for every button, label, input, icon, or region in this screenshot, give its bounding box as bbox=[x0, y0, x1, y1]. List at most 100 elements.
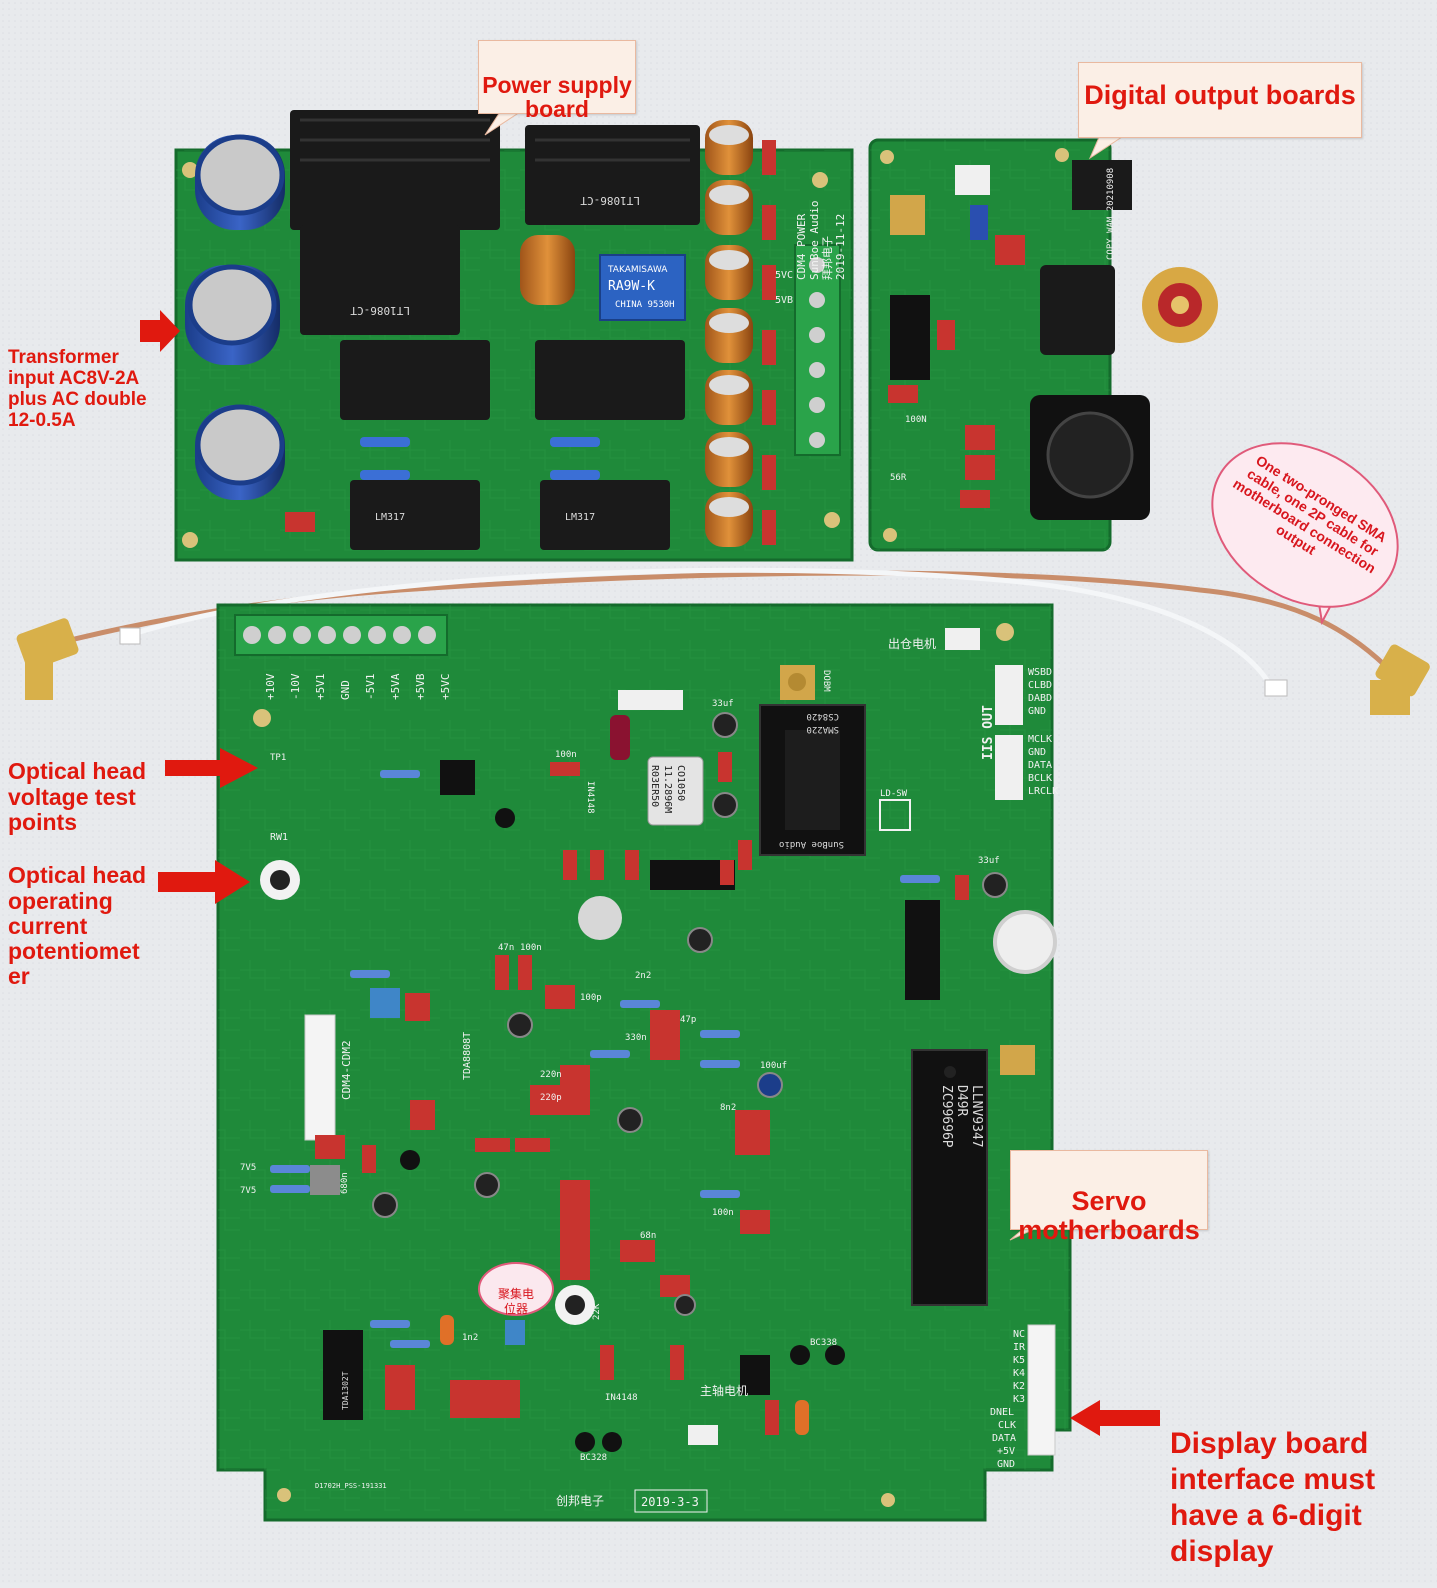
servo-mainboard: +10V -10V +5V1 GND -5V1 +5VA +5VB +5VC 出… bbox=[216, 603, 1072, 1522]
digital-board-label: COPY WAM 20210908 bbox=[1106, 168, 1116, 260]
crystal-line-3: R03ER50 bbox=[649, 765, 660, 807]
pin-gnd-1: GND bbox=[1028, 706, 1046, 717]
part-100n-b: 100n bbox=[520, 943, 542, 953]
part-in4148-a: IN4148 bbox=[585, 781, 595, 814]
disp-pin-clk: CLK bbox=[998, 1420, 1016, 1431]
disp-pin-k2: K2 bbox=[1013, 1381, 1025, 1392]
power-label-1: CDM4 POWER bbox=[795, 213, 808, 280]
part-100p: 100p bbox=[580, 993, 602, 1003]
submodule-brand: SunBoe Audio bbox=[779, 839, 844, 849]
pcb-code: D1702H_PSS-191331 bbox=[315, 1482, 387, 1490]
part-100n: 100n bbox=[555, 750, 577, 760]
disp-pin-k3: K3 bbox=[1013, 1394, 1025, 1405]
servo-chip-code: LLNV9347 bbox=[969, 1085, 984, 1148]
power-label-2: SunBoe Audio bbox=[808, 201, 821, 280]
orange-capacitors bbox=[520, 120, 753, 547]
power-supply-text: Power supply board bbox=[482, 72, 632, 123]
spindle-label: 主轴电机 bbox=[700, 1383, 748, 1398]
digital-part-56r: 56R bbox=[890, 473, 907, 483]
ic-dip16 bbox=[905, 900, 940, 1000]
rail-5vb: 5VB bbox=[775, 295, 793, 306]
pin-clbd: CLBD bbox=[1028, 680, 1052, 691]
power-supply-callout: Power supply board bbox=[478, 40, 636, 121]
disp-pin-5v: +5V bbox=[997, 1446, 1015, 1457]
pin-data: DATA bbox=[1028, 760, 1052, 771]
regulator-1-label: LT1086-CT bbox=[580, 194, 640, 207]
digital-output-board: 56R 100N COPY WAM 20210908 bbox=[868, 138, 1218, 552]
part-7v5-a: 7V5 bbox=[240, 1163, 256, 1173]
main-transistors bbox=[400, 808, 845, 1452]
pin-mclk: MCLK bbox=[1028, 734, 1052, 745]
cdm-label: CDM4-CDM2 bbox=[340, 1040, 353, 1100]
servo-chip: ZC99696P D49R LLNV9347 bbox=[911, 1049, 988, 1306]
digital-output-text: Digital output boards bbox=[1084, 80, 1356, 110]
focus-pot-text: 聚集电 位器 bbox=[497, 1287, 534, 1316]
part-8n2: 8n2 bbox=[720, 1103, 736, 1113]
part-68n: 68n bbox=[640, 1231, 656, 1241]
servo-text: Servo motherboards bbox=[1018, 1186, 1200, 1245]
display-interface-note: Display board interface must have a 6-di… bbox=[1170, 1390, 1430, 1570]
relay-origin: CHINA 9530H bbox=[615, 300, 675, 310]
power-supply-board: LT1086-CT LT1086-CT TAKAMISAWA RA9W-K CH… bbox=[174, 110, 854, 562]
grey-part bbox=[310, 1165, 340, 1195]
arrow-current bbox=[158, 860, 250, 904]
tda-label: TDA8808T bbox=[462, 1032, 473, 1080]
rail-5vc: 5VC bbox=[775, 270, 793, 281]
disp-pin-data: DATA bbox=[992, 1433, 1016, 1444]
optical-current-note: Optical head operating current potentiom… bbox=[8, 838, 173, 990]
iis-out-label: IIS OUT bbox=[981, 705, 996, 760]
term-5va: +5VA bbox=[389, 673, 402, 700]
motor-out-label: 出仓电机 bbox=[888, 637, 936, 651]
blue-trim-cap bbox=[370, 988, 400, 1018]
part-220n: 220n bbox=[540, 1070, 562, 1080]
main-electrolytics bbox=[372, 712, 1008, 1316]
tda1302-label: TDA1302T bbox=[341, 1371, 350, 1410]
pin-bclk: BCLK bbox=[1028, 773, 1052, 784]
main-red-caps bbox=[315, 752, 969, 1435]
pin-lrclk: LRCLK bbox=[1028, 786, 1058, 797]
date-label: 2019-3-3 bbox=[641, 1495, 699, 1509]
servo-chip-batch: D49R bbox=[954, 1085, 969, 1116]
transformer-text: Transformer input AC8V-2A plus AC double… bbox=[8, 346, 147, 431]
arrow-voltage bbox=[165, 748, 258, 788]
pin-dabd: DABD bbox=[1028, 693, 1052, 704]
submodule-code: SMA220 bbox=[806, 724, 839, 734]
term-m5v1: -5V1 bbox=[364, 674, 377, 701]
pot-22k: 22K bbox=[592, 1303, 602, 1320]
part-680n: 680n bbox=[340, 1172, 350, 1194]
servo-callout: Servo motherboards bbox=[1010, 1150, 1208, 1244]
disp-pin-ir: IR bbox=[1013, 1342, 1026, 1353]
disp-pin-k5: K5 bbox=[1013, 1355, 1025, 1366]
maker-label: 创邦电子 bbox=[556, 1494, 604, 1508]
pin-gnd-2: GND bbox=[1028, 747, 1046, 758]
power-label-3: 拜邦电子 bbox=[821, 236, 834, 280]
part-2n2: 2n2 bbox=[635, 971, 651, 981]
rw1-label: RW1 bbox=[270, 832, 288, 843]
main-resistors bbox=[270, 770, 940, 1348]
blue-capacitors bbox=[185, 134, 285, 500]
main-terminal-block bbox=[234, 614, 448, 656]
ld-sw-label: LD-SW bbox=[880, 789, 908, 799]
tp1-label: TP1 bbox=[270, 753, 286, 763]
part-33uf-b: 33uf bbox=[978, 856, 1000, 866]
submodule-chip: CS8420 bbox=[806, 711, 839, 721]
part-bc328: BC328 bbox=[580, 1453, 607, 1463]
part-33uf-a: 33uf bbox=[712, 699, 734, 709]
part-220p: 220p bbox=[540, 1093, 562, 1103]
display-connector bbox=[1027, 1324, 1056, 1456]
pin-wsbd: WSBD bbox=[1028, 667, 1052, 678]
ic-tda1302 bbox=[323, 1330, 363, 1420]
disp-pin-dnel: DNEL bbox=[990, 1407, 1014, 1418]
part-in4148-b: IN4148 bbox=[605, 1393, 638, 1403]
term-5vc: +5VC bbox=[439, 674, 452, 701]
term-p10v: +10V bbox=[264, 673, 277, 700]
crystal-line-2: 11.2896M bbox=[662, 765, 673, 813]
part-100n-c: 100n bbox=[712, 1208, 734, 1218]
digital-part-100n: 100N bbox=[905, 415, 927, 425]
term-m10v: -10V bbox=[289, 673, 302, 700]
relay-brand: TAKAMISAWA bbox=[607, 265, 668, 275]
part-47n: 47n bbox=[498, 943, 514, 953]
power-label-4: 2019-11-12 bbox=[834, 214, 847, 280]
part-7v5-b: 7V5 bbox=[240, 1186, 256, 1196]
